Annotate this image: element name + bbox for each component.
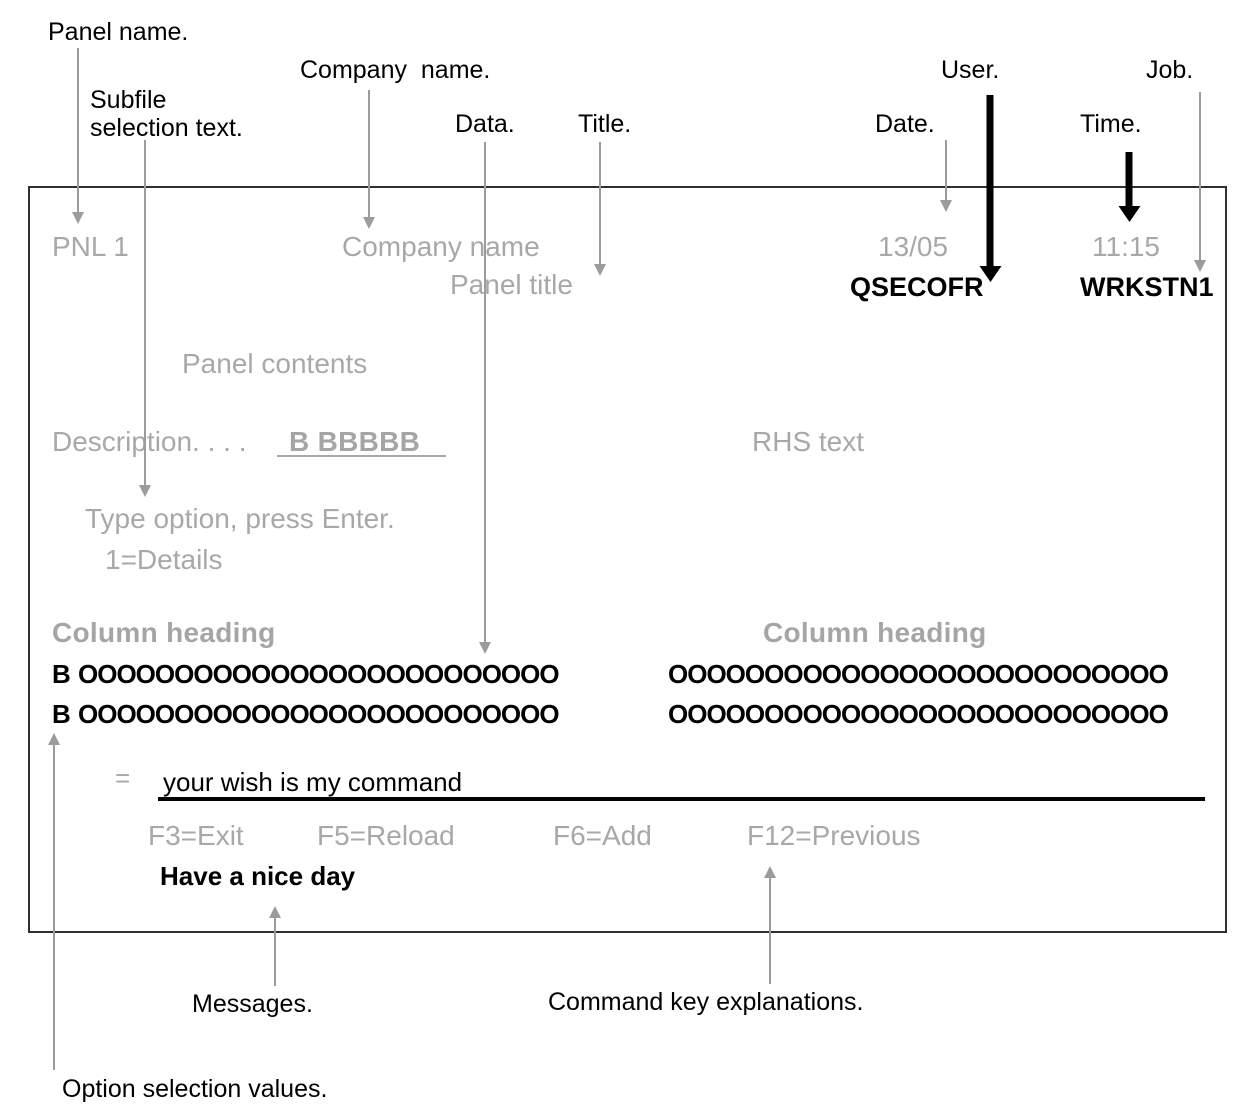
column-heading-right: Column heading <box>763 617 987 648</box>
callout-panel-name: Panel name. <box>48 18 189 46</box>
callout-subfile-line1: Subfile <box>90 86 167 114</box>
function-key-f3: F3=Exit <box>148 820 244 851</box>
description-underline <box>277 455 446 457</box>
option-selection-arrow <box>53 744 55 1070</box>
function-key-f6: F6=Add <box>553 820 652 851</box>
subfile-selection-arrow <box>144 140 146 486</box>
callout-data: Data. <box>455 110 515 138</box>
callout-user: User. <box>941 56 1000 84</box>
callout-command-keys: Command key explanations. <box>548 988 864 1016</box>
job-value: WRKSTN1 <box>1080 272 1214 302</box>
time-value: 11:15 <box>1092 231 1160 262</box>
date-value: 13/05 <box>878 231 949 262</box>
callout-title: Title. <box>578 110 632 138</box>
terminal-panel-frame <box>28 186 1227 933</box>
column-heading-left: Column heading <box>52 617 276 648</box>
row1-option-field[interactable]: B <box>52 659 71 689</box>
command-prompt: = <box>115 763 131 793</box>
function-key-f12: F12=Previous <box>747 820 921 851</box>
row2-option-field[interactable]: B <box>52 699 71 729</box>
function-key-f5: F5=Reload <box>317 820 455 851</box>
description-value-field[interactable]: B BBBBB <box>289 426 421 457</box>
description-label: Description. . . . <box>52 426 247 457</box>
option-choice: 1=Details <box>105 544 223 575</box>
row2-right-field: OOOOOOOOOOOOOOOOOOOOOOOOOO <box>668 699 1169 729</box>
command-input[interactable]: your wish is my command <box>163 767 463 797</box>
callout-time: Time. <box>1080 110 1142 138</box>
title-arrow <box>599 142 601 265</box>
company-name: Company name <box>342 231 540 262</box>
rhs-text: RHS text <box>752 426 865 457</box>
panel-title: Panel title <box>450 269 573 300</box>
row1-right-field: OOOOOOOOOOOOOOOOOOOOOOOOOO <box>668 659 1169 689</box>
row2-left-field: OOOOOOOOOOOOOOOOOOOOOOOOO <box>78 699 560 729</box>
date-arrow <box>945 140 947 201</box>
callout-date: Date. <box>875 110 935 138</box>
callout-subfile-line2: selection text. <box>90 114 243 142</box>
company-name-arrow <box>368 90 370 218</box>
panel-name-arrow <box>77 48 79 213</box>
command-keys-arrow <box>769 877 771 984</box>
time-arrow <box>1125 152 1133 206</box>
messages-arrow <box>274 917 276 986</box>
data-arrow <box>484 142 486 643</box>
panel-contents: Panel contents <box>182 348 368 379</box>
user-value: QSECOFR <box>850 272 984 302</box>
command-line-rule <box>158 797 1205 801</box>
callout-option-values: Option selection values. <box>62 1075 328 1103</box>
panel-id: PNL 1 <box>52 231 129 262</box>
type-option-prompt: Type option, press Enter. <box>85 503 395 534</box>
callout-job: Job. <box>1146 56 1194 84</box>
callout-messages: Messages. <box>192 990 313 1018</box>
user-arrow <box>986 95 994 266</box>
row1-left-field: OOOOOOOOOOOOOOOOOOOOOOOOO <box>78 659 560 689</box>
callout-company: Company name. <box>300 56 491 84</box>
message-line: Have a nice day <box>160 861 356 891</box>
job-arrow <box>1199 92 1201 261</box>
